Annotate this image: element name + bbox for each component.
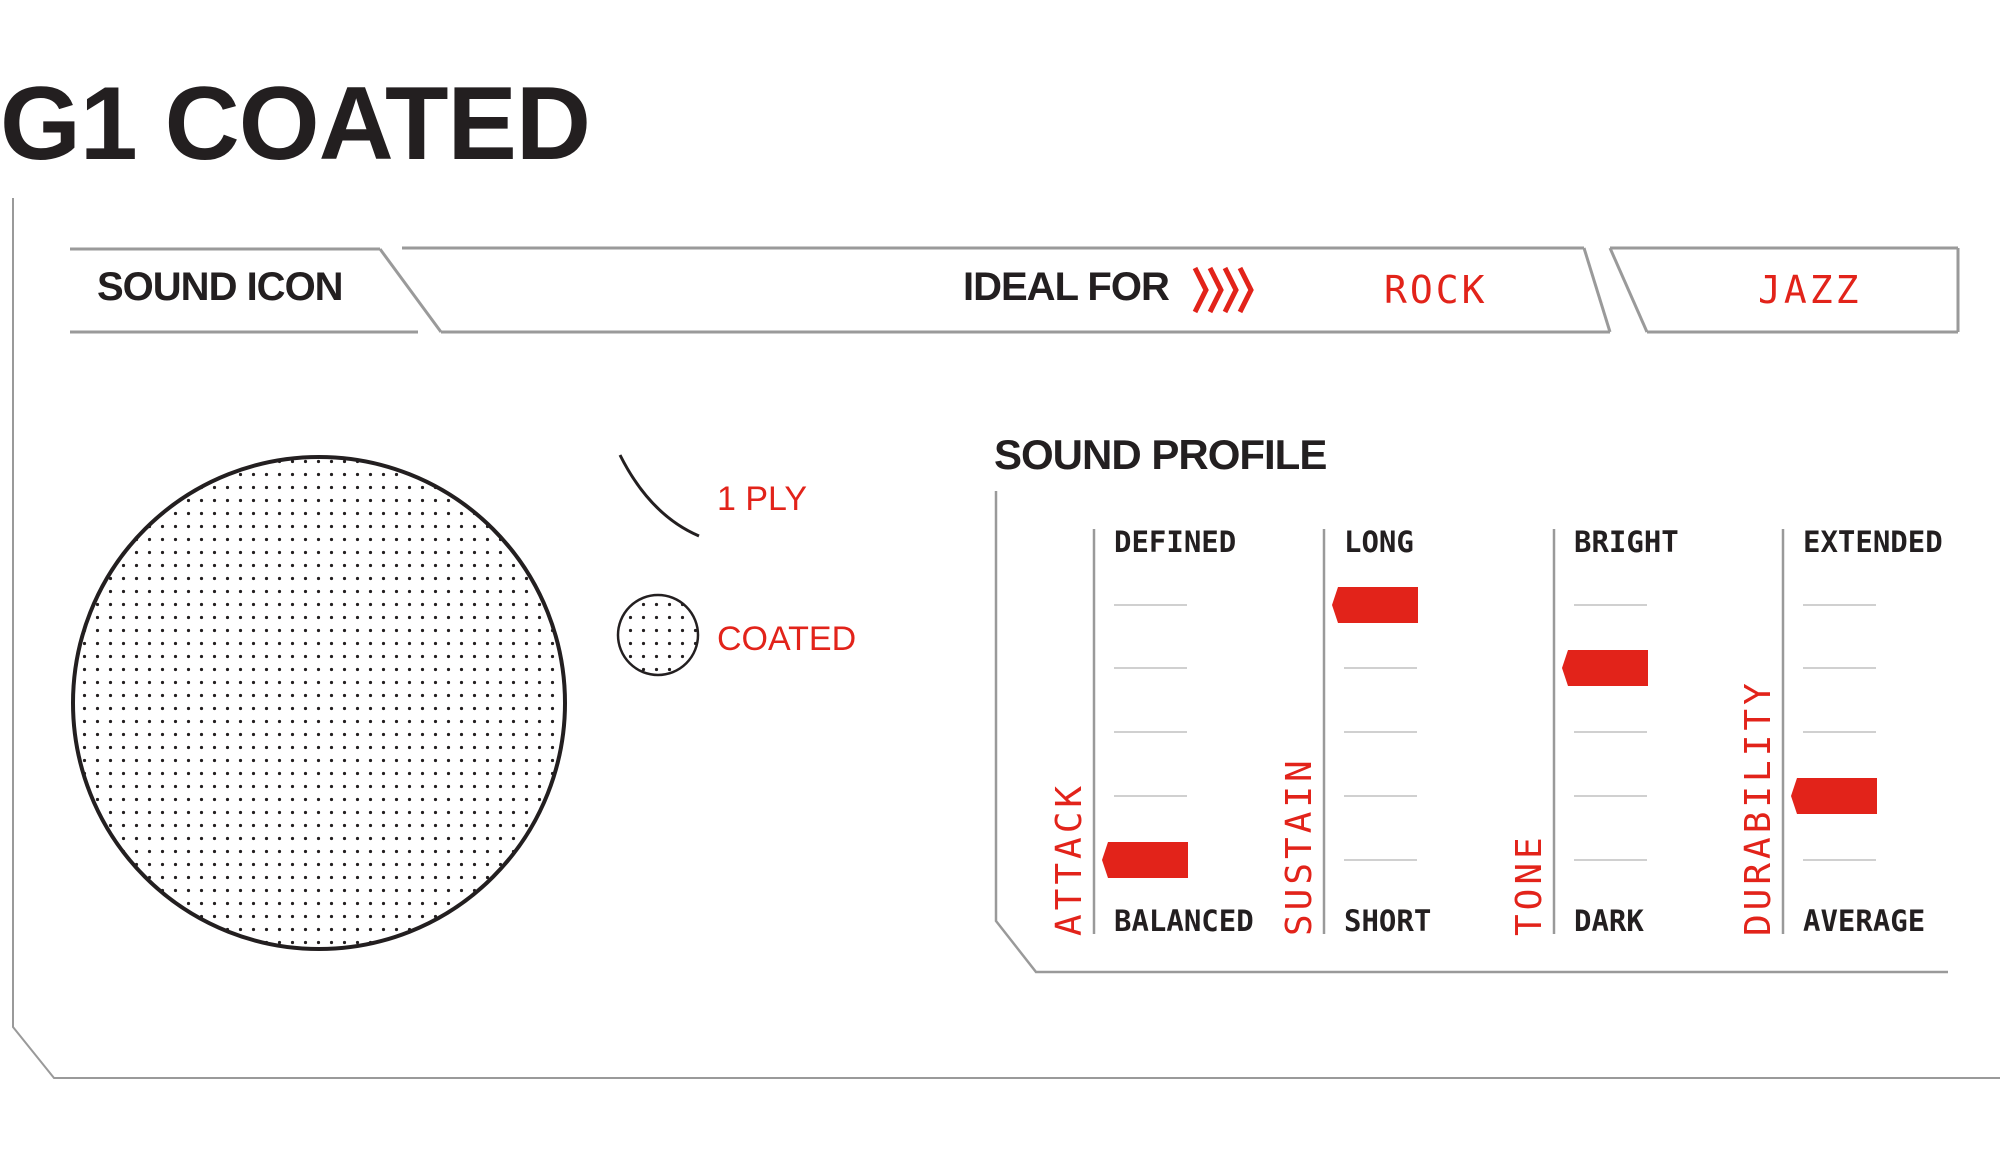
tone-bottom-label: DARK bbox=[1574, 904, 1644, 938]
durability-top-label: EXTENDED bbox=[1803, 525, 1943, 559]
ply-label: 1 PLY bbox=[717, 480, 808, 518]
tab-bar-outline bbox=[70, 246, 1960, 334]
durability-level-marker bbox=[1791, 778, 1877, 814]
attack-level-marker bbox=[1102, 842, 1188, 878]
attack-metric-label: ATTACK bbox=[1049, 781, 1090, 936]
tone-level-marker bbox=[1562, 650, 1648, 686]
coated-dots-icon bbox=[616, 593, 700, 677]
genre-jazz: JAZZ bbox=[1758, 268, 1862, 312]
pick-sound-icon bbox=[71, 455, 567, 951]
ply-arc-icon bbox=[618, 454, 700, 538]
tab-sound-icon: SOUND ICON bbox=[97, 265, 344, 309]
product-title: G1 COATED bbox=[0, 66, 591, 182]
sustain-level-marker bbox=[1332, 587, 1418, 623]
attack-top-label: DEFINED bbox=[1114, 525, 1237, 559]
sustain-top-label: LONG bbox=[1344, 525, 1414, 559]
triple-chevron-icon bbox=[1192, 266, 1254, 314]
ideal-for-label: IDEAL FOR bbox=[963, 265, 1170, 309]
genre-rock: ROCK bbox=[1384, 268, 1488, 312]
tone-top-label: BRIGHT bbox=[1574, 525, 1679, 559]
durability-metric-label: DURABILITY bbox=[1738, 679, 1779, 936]
sustain-metric-label: SUSTAIN bbox=[1279, 756, 1320, 936]
tone-metric-label: TONE bbox=[1509, 833, 1550, 936]
attack-bottom-label: BALANCED bbox=[1114, 904, 1254, 938]
finish-label: COATED bbox=[717, 620, 857, 658]
sound-profile-title: SOUND PROFILE bbox=[994, 431, 1327, 478]
durability-bottom-label: AVERAGE bbox=[1803, 904, 1926, 938]
sustain-bottom-label: SHORT bbox=[1344, 904, 1432, 938]
